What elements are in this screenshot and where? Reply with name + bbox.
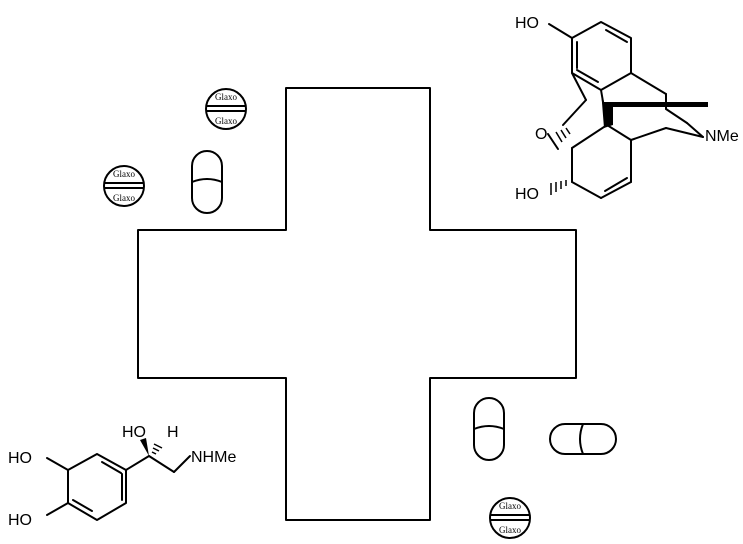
epinephrine-h-label: H [167, 424, 179, 441]
morphine-ho-bottom-label: HO [515, 186, 539, 203]
glaxo-tablet-1: Glaxo Glaxo [205, 88, 247, 130]
tablet-3-top-text: Glaxo [499, 501, 521, 511]
tablet-1-bottom-text: Glaxo [215, 116, 237, 126]
tablet-1-top-text: Glaxo [215, 92, 237, 102]
morphine-nme-label: NMe [705, 128, 739, 145]
morphine-ho-top-label: HO [515, 15, 539, 32]
tablet-2-top-text: Glaxo [113, 169, 135, 179]
epinephrine-structure: HO H NHMe HO HO [8, 424, 236, 529]
morphine-structure: HO O NMe HO [515, 15, 739, 203]
capsule-horizontal [549, 423, 617, 455]
capsule-vertical-lower [473, 397, 505, 461]
epinephrine-ho-side-label: HO [122, 424, 146, 441]
glaxo-tablet-3: Glaxo Glaxo [489, 497, 531, 539]
medical-cross [137, 87, 577, 521]
epinephrine-nhme-label: NHMe [191, 449, 236, 466]
glaxo-tablet-2: Glaxo Glaxo [103, 165, 145, 207]
epinephrine-ho-ring-bottom-label: HO [8, 512, 32, 529]
tablet-3-bottom-text: Glaxo [499, 525, 521, 535]
morphine-o-label: O [535, 126, 547, 143]
capsule-vertical-upper [191, 150, 223, 214]
epinephrine-ho-ring-top-label: HO [8, 450, 32, 467]
tablet-2-bottom-text: Glaxo [113, 193, 135, 203]
